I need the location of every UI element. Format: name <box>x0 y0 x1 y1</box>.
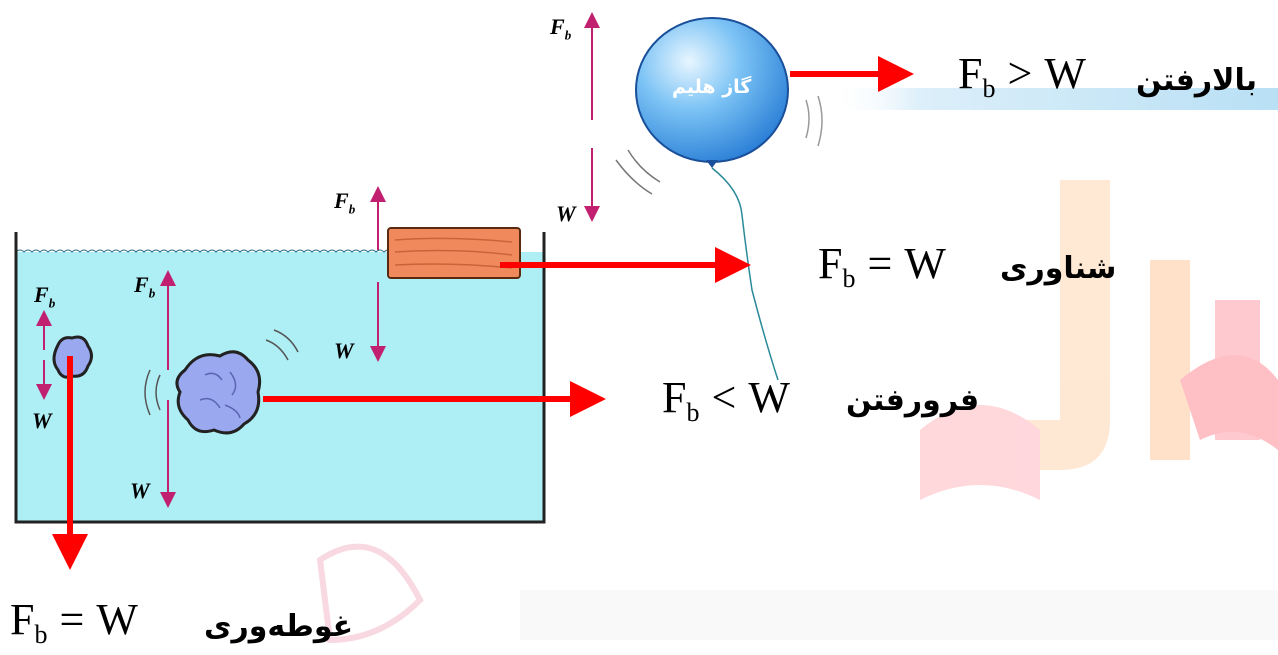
balloon-label: گاز هلیم <box>672 76 752 98</box>
force-arrows <box>36 12 600 508</box>
weight-label-large-rock: W <box>130 478 150 503</box>
equation-sinking: Fb<W <box>662 373 790 428</box>
weight-label-block: W <box>334 338 354 363</box>
watermark <box>316 88 1278 644</box>
label-floating: شناوری <box>1000 251 1117 286</box>
buoyancy-label-balloon: Fb <box>550 14 572 43</box>
buoyancy-label-block: Fb <box>334 188 356 217</box>
label-rising: بالارفتن <box>1136 63 1258 98</box>
floating-block <box>387 227 521 279</box>
label-submerged: غوطه‌وری <box>204 609 354 644</box>
label-sinking: فرورفتن <box>846 383 980 418</box>
buoyancy-label-large-rock: Fb <box>134 272 156 301</box>
buoyancy-label-small-rock: Fb <box>34 282 56 311</box>
equation-floating: Fb=W <box>818 239 946 294</box>
weight-label-small-rock: W <box>32 408 52 433</box>
large-rock <box>144 329 299 435</box>
equation-rising: Fb>W <box>958 49 1086 104</box>
equation-submerged: Fb=W <box>10 595 138 650</box>
pointer-arrows <box>52 56 914 570</box>
weight-label-balloon: W <box>556 201 576 226</box>
water-tank <box>14 232 546 524</box>
